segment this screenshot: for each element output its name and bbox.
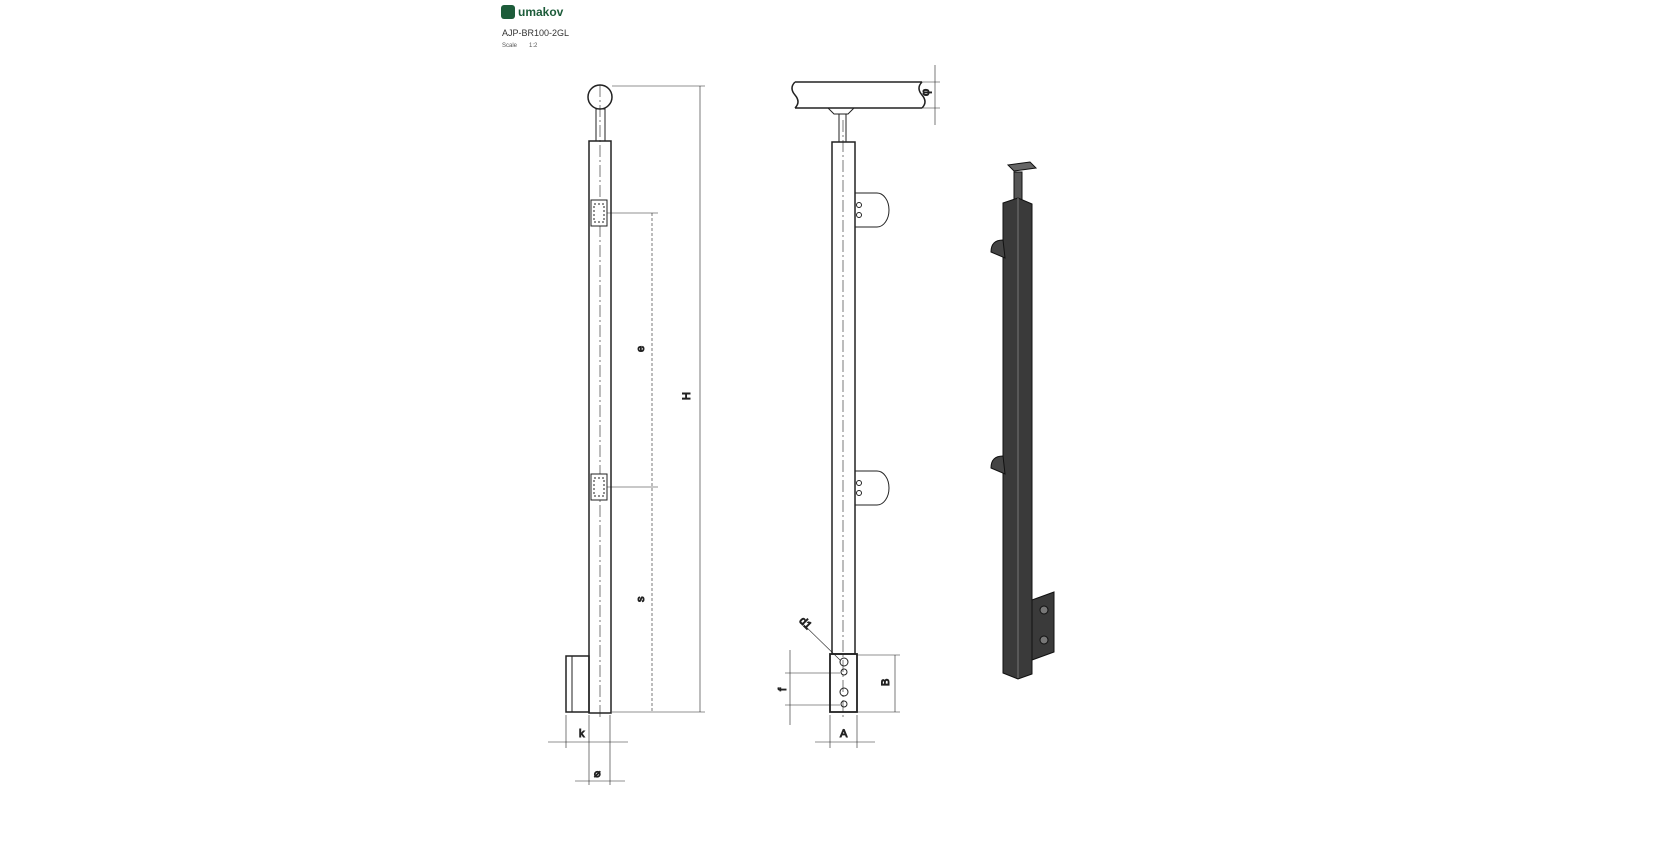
saddle — [826, 107, 856, 115]
brand-logo: umakov — [501, 5, 563, 19]
dim-f: f — [777, 687, 789, 691]
clamp-screw — [856, 202, 862, 208]
clamp-screw — [856, 490, 862, 496]
mounting-hole — [840, 668, 848, 676]
clamp-screw — [856, 212, 862, 218]
handrail — [791, 81, 926, 109]
mounting-bolt — [1039, 635, 1049, 645]
post — [831, 141, 856, 655]
logo-icon — [501, 5, 515, 19]
dim-k: k — [579, 728, 585, 740]
clamp-detail — [593, 203, 605, 223]
glass-clamp-lower — [990, 455, 1006, 475]
glass-clamp-upper — [854, 192, 890, 228]
mounting-bolt — [1039, 605, 1049, 615]
base-plate — [565, 655, 590, 713]
side-view: H e s k ⌀ — [548, 84, 705, 785]
product-code: AJP-BR100-2GL — [502, 28, 570, 38]
dim-phi: φ — [920, 89, 932, 96]
mounting-hole — [839, 657, 849, 667]
scale-value: 1:2 — [529, 43, 538, 49]
saddle — [1006, 161, 1038, 172]
base-plate — [829, 653, 858, 713]
stem — [1013, 171, 1023, 201]
dimension-lines — [548, 85, 705, 785]
mounting-hole — [840, 700, 848, 708]
clamp-screw — [856, 480, 862, 486]
iso-render — [990, 161, 1055, 680]
glass-clamp-lower — [854, 470, 890, 506]
dim-s: s — [635, 596, 647, 602]
brand-name: umakov — [518, 5, 564, 19]
dim-post-size: ⌀ — [594, 768, 601, 780]
clamp-detail — [593, 477, 605, 497]
stem — [595, 108, 606, 142]
mounting-hole — [839, 687, 849, 697]
dim-H: H — [681, 392, 693, 400]
scale-label: Scale — [502, 43, 518, 49]
scale-info: Scale 1:2 — [502, 43, 537, 49]
base-plate-3d — [1031, 591, 1055, 661]
stem — [838, 113, 847, 143]
dim-d1: d1 — [797, 615, 814, 632]
front-view: d1 f B A φ — [777, 65, 940, 748]
dimension-lines — [785, 65, 940, 748]
glass-clamp-upper — [990, 239, 1006, 259]
dim-B: B — [880, 679, 892, 686]
dim-e: e — [635, 346, 647, 352]
dim-A: A — [840, 728, 848, 740]
